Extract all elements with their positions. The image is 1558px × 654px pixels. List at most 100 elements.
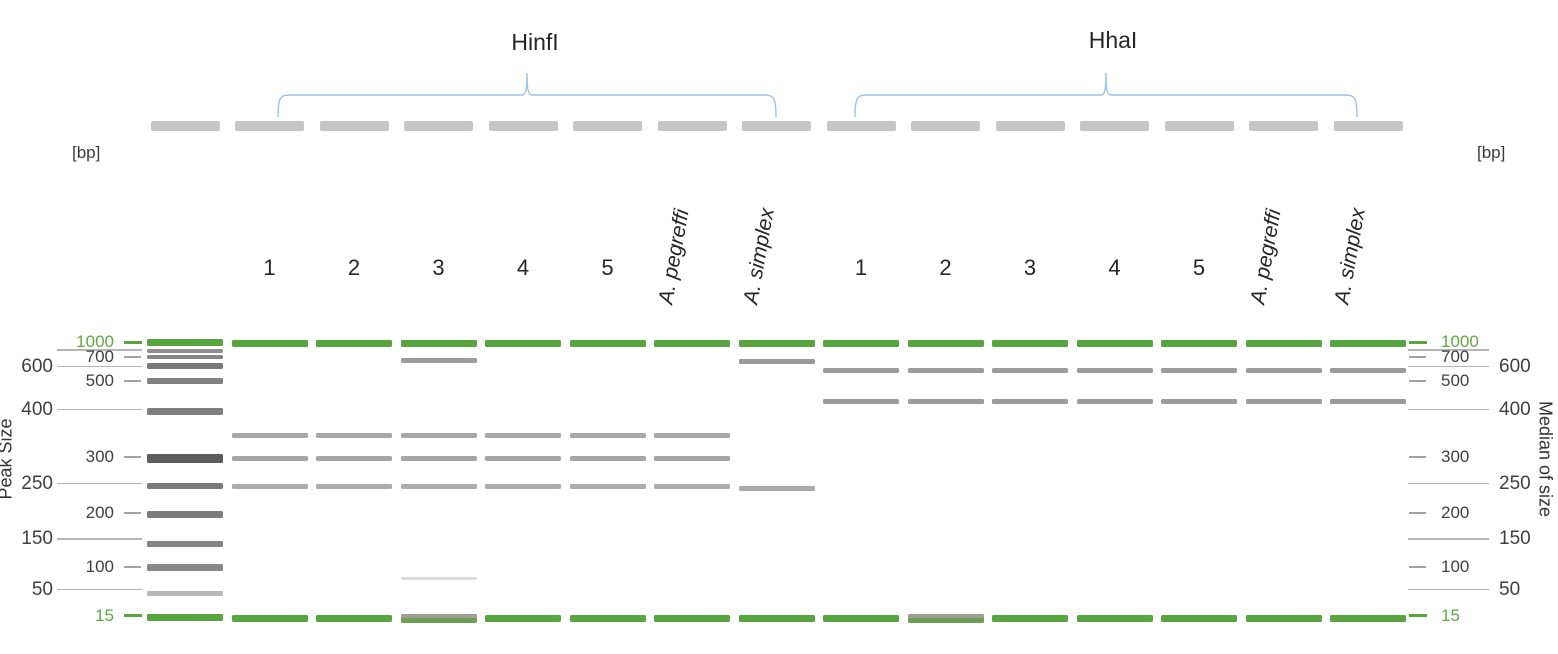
band-ladder-150 [147,540,223,547]
axis-label-left-200: 200 [85,503,114,522]
group-label-HhaI: HhaI [1088,27,1138,53]
axis-label-left-15: 15 [95,605,114,625]
band-hinfi-3-300 [400,456,477,461]
well-dash-hhai-1 [826,121,896,131]
band-ladder-700 [147,354,223,359]
axis-tick-left-300 [124,456,141,458]
band-hhai-simplex-1000 [1330,339,1406,347]
axis-label-left-1000: 1000 [76,332,114,351]
lane-label-hhai-4: 4 [1108,255,1121,280]
band-hinfi-4-300 [485,456,561,461]
lane-label-hinfi-2: 2 [347,255,361,280]
lane-label-hhai-2: 2 [939,255,952,280]
band-ladder-200 [147,510,223,518]
band-hinfi-3-250 [400,484,477,489]
band-hinfi-5-250 [569,484,646,489]
group-label-HinfI: HinfI [511,29,559,55]
axis-label-left-400: 400 [21,398,53,420]
band-hhai-simplex-15 [1330,615,1406,622]
axis-rule-right-150 [1408,538,1489,540]
axis-tick-left-1000 [124,340,142,344]
band-ladder-400 [147,407,223,415]
axis-label-right-600: 600 [1499,355,1531,377]
band-hinfi-3-370 [400,432,477,438]
well-dash-hhai-5 [1164,121,1234,131]
band-hinfi-pegreffi-250 [654,484,730,489]
lane-label-hinfi-4: 4 [516,255,530,280]
band-hhai-4-15 [1076,615,1153,622]
axis-label-left-500: 500 [85,370,114,390]
axis-rule-right-50 [1408,588,1489,591]
bp-unit-right: [bp] [1477,143,1506,162]
band-ladder-50 [147,591,223,596]
axis-label-right-400: 400 [1499,398,1531,420]
well-dash-ladder [150,121,220,131]
well-dash-hhai-4 [1080,121,1149,131]
axis-rule-left-250 [57,482,142,485]
axis-rule-left-50 [57,588,142,591]
band-hhai-5-550 [1161,368,1237,373]
band-ladder-300 [147,453,223,463]
band-hhai-3-15 [992,615,1068,622]
band-hhai-3-1000 [992,339,1068,347]
band-hinfi-1-15 [231,615,308,622]
well-dash-hinfi-1 [235,121,304,131]
axis-tick-left-500 [124,379,141,382]
band-hinfi-3-620 [400,358,477,363]
band-hhai-1-550 [823,368,899,373]
axis-label-left-600: 600 [21,355,53,377]
band-hhai-pegreffi-15 [1245,615,1322,622]
band-hinfi-3-80 [400,576,477,580]
axis-label-left-50: 50 [31,578,53,600]
axis-rule-left-150 [57,538,142,540]
band-hhai-5-1000 [1161,339,1237,347]
axis-label-right-300: 300 [1441,447,1470,466]
band-ladder-100 [147,564,223,571]
axis-tick-right-200 [1409,512,1426,514]
well-dash-hinfi-2 [319,121,389,131]
band-hhai-5-15 [1161,615,1237,622]
band-hinfi-5-300 [569,456,646,461]
band-hinfi-3-1000 [400,339,477,347]
axis-tick-right-300 [1409,456,1426,458]
band-hinfi-2-300 [316,456,392,461]
well-dash-hinfi-5 [573,121,642,131]
band-hhai-pegreffi-550 [1245,368,1322,373]
band-hinfi-pegreffi-370 [654,432,730,438]
brace-HhaI [854,72,1358,118]
axis-rule-right-250 [1408,482,1489,485]
axis-tick-left-700 [124,356,141,358]
band-hinfi-simplex-15 [738,615,815,622]
band-hinfi-1-370 [231,432,308,438]
band-hinfi-simplex-620 [738,358,815,364]
bp-unit-left: [bp] [72,143,101,162]
band-hinfi-4-250 [485,484,561,489]
band-hhai-5-430 [1161,398,1237,404]
band-ladder-800 [147,348,223,353]
axis-label-right-500: 500 [1441,370,1470,390]
band-hinfi-5-15 [569,615,646,622]
band-hinfi-pegreffi-15 [654,615,730,622]
band-hinfi-simplex-250 [738,486,815,491]
band-hinfi-pegreffi-300 [654,456,730,461]
band-hinfi-2-370 [316,432,392,438]
band-hinfi-2-15 [316,615,392,622]
band-hinfi-2-1000 [316,339,392,347]
axis-tick-right-700 [1409,356,1426,358]
well-dash-hhai-2 [911,121,980,131]
lane-label-hinfi-5: 5 [601,255,614,280]
well-dash-hinfi-simplex [742,121,811,131]
axis-label-left-250: 250 [21,472,53,494]
axis-label-left-700: 700 [85,347,114,366]
lane-label-hinfi-1: 1 [263,255,276,280]
lane-label-hhai-simplex: A. simplex [1330,206,1370,306]
axis-tick-left-15 [124,614,142,617]
brace-HinfI [277,72,777,118]
axis-rule-right-600 [1408,365,1489,368]
axis-tick-right-100 [1409,565,1426,568]
axis-label-left-150: 150 [21,528,53,549]
axis-label-right-1000: 1000 [1441,332,1479,351]
axis-label-right-100: 100 [1441,556,1470,576]
axis-rule-right-top [1408,349,1489,351]
axis-tick-right-500 [1409,379,1426,382]
